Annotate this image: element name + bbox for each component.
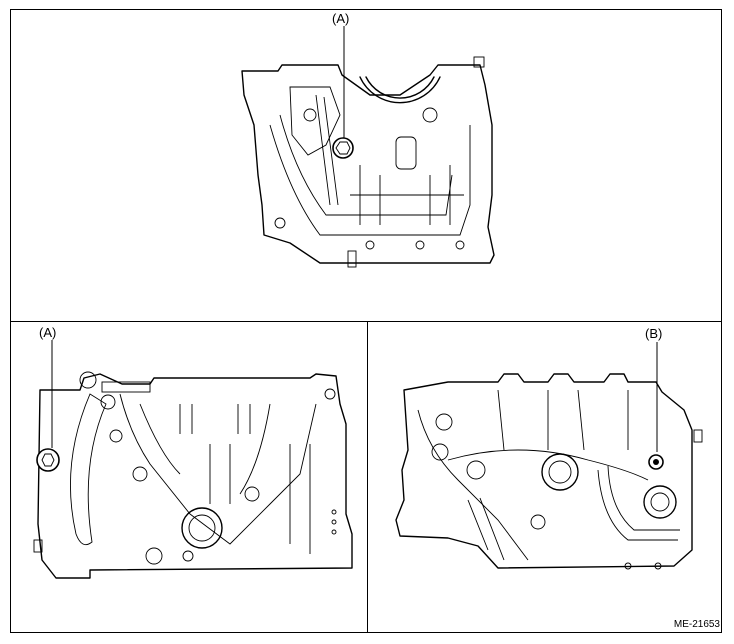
top-panel [230, 55, 500, 273]
bottom-left-panel [30, 364, 358, 582]
engine-block-left-side-icon [33, 371, 353, 579]
callout-b-right: (B) [645, 326, 663, 341]
panel-divider-horizontal [10, 321, 722, 322]
engine-block-right-side-icon [395, 373, 703, 570]
bottom-right-panel [388, 370, 706, 576]
callout-a-top: (A) [332, 11, 350, 26]
engine-block-front-view-icon [241, 56, 495, 268]
figure-code: ME-21653 [673, 619, 720, 630]
panel-divider-vertical [367, 321, 368, 633]
callout-a-left: (A) [39, 325, 57, 340]
